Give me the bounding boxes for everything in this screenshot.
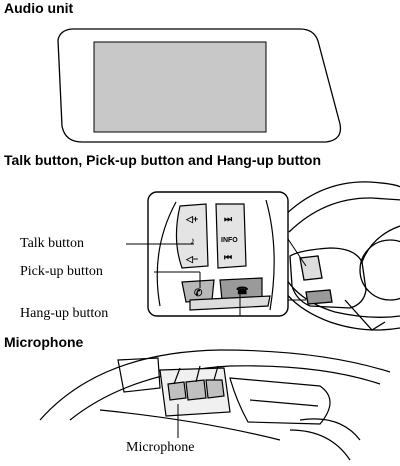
pickup-button-callout: Pick-up button (20, 264, 103, 279)
steering-wheel (267, 181, 400, 331)
audio-unit-heading: Audio unit (4, 0, 74, 16)
hangup-button-callout: Hang-up button (20, 306, 109, 321)
microphone-callout: Microphone (126, 440, 195, 455)
talk-icon: ♪ (190, 236, 195, 247)
switch-inset-content (156, 199, 275, 311)
roof-console (39, 349, 391, 461)
hangup-phone-icon: ☎ (236, 286, 248, 297)
prev-track-icon: ⏮ (224, 252, 232, 262)
buttons-heading: Talk button, Pick-up button and Hang-up … (4, 152, 322, 168)
volume-down-icon: ◁− (185, 254, 198, 264)
info-label: INFO (221, 237, 238, 244)
talk-button-callout: Talk button (20, 236, 84, 251)
microphone-heading: Microphone (4, 334, 84, 350)
pickup-phone-icon: ✆ (194, 288, 203, 299)
audio-unit-screen (93, 41, 267, 133)
volume-up-icon: ◁+ (185, 214, 198, 224)
next-track-icon: ⏭ (224, 214, 233, 224)
